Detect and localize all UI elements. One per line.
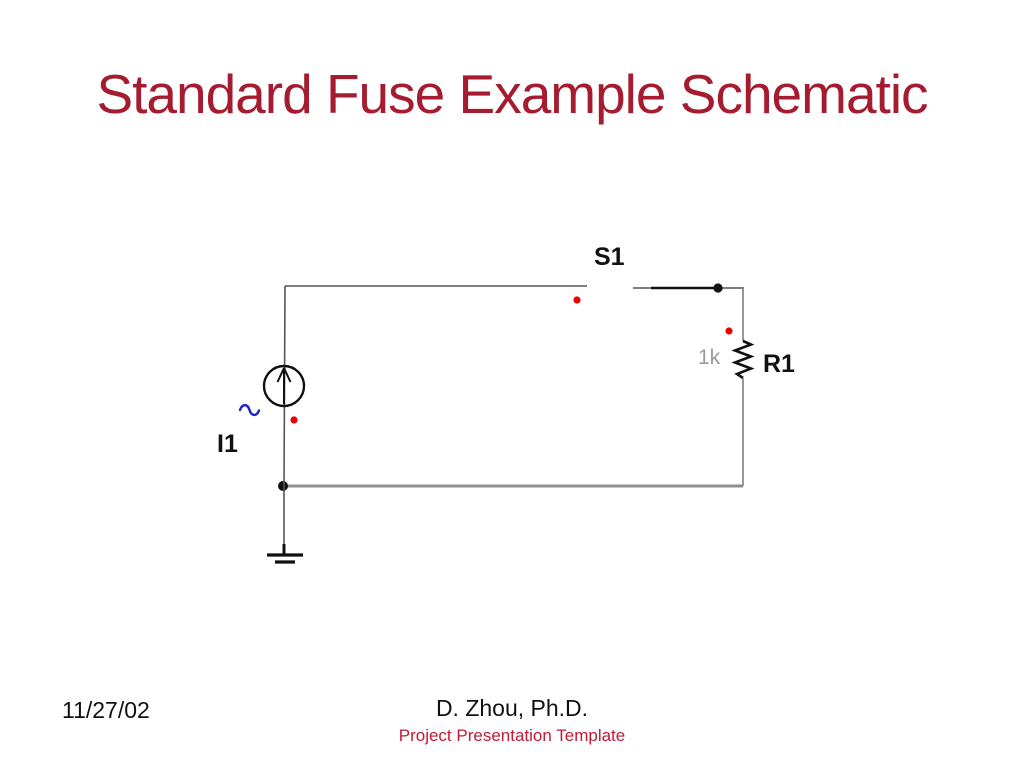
pin-dot-switch xyxy=(573,296,581,304)
slide-title: Standard Fuse Example Schematic xyxy=(96,63,928,125)
footer-template-name: Project Presentation Template xyxy=(398,726,626,745)
current-source-arrowhead-right xyxy=(283,367,292,383)
resistor-value: 1k xyxy=(698,346,721,369)
ac-squiggle-icon xyxy=(238,403,261,417)
resistor-label: R1 xyxy=(763,350,795,378)
switch-junction-dot xyxy=(713,283,723,293)
pin-dot-resistor xyxy=(725,327,733,335)
switch-label: S1 xyxy=(594,243,625,271)
footer-author: D. Zhou, Ph.D. xyxy=(435,695,589,721)
resistor-zigzag xyxy=(731,339,755,380)
current-source-label: I1 xyxy=(217,430,238,458)
pin-dot-source xyxy=(290,416,298,424)
current-source-circle xyxy=(262,364,306,408)
ground-junction-dot xyxy=(278,481,288,491)
current-source-arrowhead-left xyxy=(276,367,285,383)
footer-date: 11/27/02 xyxy=(62,697,150,723)
